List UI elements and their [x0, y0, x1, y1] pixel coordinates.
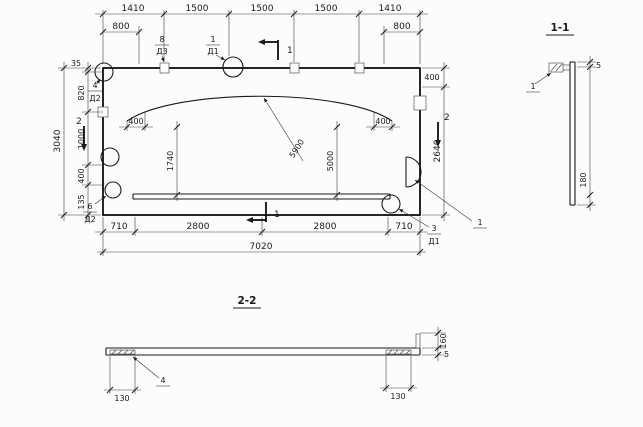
- section-mark-label: 1: [274, 210, 280, 220]
- dim-800-right: 800: [393, 22, 410, 32]
- section-title: 1-1: [551, 22, 570, 34]
- callout-1-section11: 1: [526, 72, 552, 93]
- arch-curve: [126, 95, 393, 122]
- callout-6-d2: 6 Д2: [83, 195, 107, 224]
- section-mark-label: 2: [76, 117, 82, 127]
- detail-circle: [381, 194, 401, 214]
- section-mark-1-top: 1: [258, 39, 293, 60]
- callout-detail: Д2: [89, 94, 100, 103]
- section-title: 2-2: [238, 295, 257, 307]
- callout-1-d1: 1 Д1: [206, 35, 226, 61]
- dim-top-4: 1500: [315, 4, 338, 14]
- callout-4-section22: 4: [132, 356, 170, 387]
- section11-dim-lines: [577, 56, 596, 211]
- dim-top-3: 1500: [251, 4, 274, 14]
- callout-detail: Д2: [84, 215, 95, 224]
- dim-left-2: 820: [77, 85, 86, 100]
- dim-800-left: 800: [112, 22, 129, 32]
- section-mark-1-bottom: 1: [246, 202, 280, 223]
- edge-notch: [354, 62, 365, 74]
- callout-num: 1: [477, 218, 482, 227]
- dim-160: 160: [439, 333, 448, 348]
- dim-inner-400-right: 400: [375, 117, 390, 126]
- callout-num: 8: [159, 35, 164, 44]
- callout-detail: Д1: [207, 47, 218, 56]
- dim-inner-1740: 1740: [166, 151, 175, 171]
- dim-left-5: 135: [77, 194, 86, 209]
- dim-bottom-3: 2800: [314, 222, 337, 232]
- dim-180: 180: [579, 172, 588, 187]
- callout-num: 4: [92, 81, 97, 90]
- dim-right-400: 400: [424, 73, 439, 82]
- callout-num: 1: [530, 82, 535, 91]
- section22-dim-lines: [104, 327, 446, 394]
- callout-1-right: 1: [414, 179, 487, 229]
- dim-left-3: 1000: [77, 129, 86, 149]
- dim-top-5: 1410: [379, 4, 402, 14]
- dim-inner-400-left: 400: [128, 117, 143, 126]
- dim-bottom-4: 710: [395, 222, 412, 232]
- dim-5: 5: [596, 61, 601, 70]
- edge-notch: [413, 95, 427, 111]
- callout-num: 1: [210, 35, 215, 44]
- end-upturn: [415, 333, 421, 349]
- section-1-1: 1-1 5 180 1: [526, 22, 601, 211]
- section-2-2: 2-2 130 130 5 160 4: [104, 295, 449, 403]
- section-mark-2-left: 2: [76, 117, 87, 151]
- section-mark-label: 2: [444, 113, 450, 123]
- dimension-ticks: [60, 10, 448, 256]
- detail-circle: [104, 181, 122, 199]
- section-plate-right: [385, 349, 412, 355]
- dim-inner-5000: 5000: [326, 151, 335, 171]
- callout-3-d1: 3 Д1: [398, 208, 441, 246]
- callout-num: 6: [87, 202, 92, 211]
- arc-dim-leader: [263, 97, 304, 162]
- dim-right-2640: 2640: [433, 139, 443, 162]
- dim-5: 5: [444, 350, 449, 359]
- edge-notch: [159, 62, 170, 74]
- dim-left-1: 35: [71, 59, 81, 68]
- callout-8-d3: 8 Д3: [155, 35, 169, 63]
- callout-detail: Д1: [428, 237, 439, 246]
- panel-outline: [102, 67, 421, 216]
- plan-view: 1410 1500 1500 1500 1410 800 800 3040 35…: [53, 4, 487, 256]
- dim-bottom-total: 7020: [250, 242, 273, 252]
- section-plate: [548, 62, 564, 73]
- dim-top-2: 1500: [186, 4, 209, 14]
- callout-num: 3: [431, 224, 436, 233]
- callout-4-d2: 4 Д2: [88, 78, 102, 103]
- detail-circle: [222, 56, 244, 78]
- section-mark-label: 1: [287, 46, 293, 56]
- right-edge-opening: [405, 156, 422, 188]
- dim-left-total: 3040: [53, 129, 63, 152]
- detail-circle: [100, 147, 120, 167]
- dim-bottom-2: 2800: [187, 222, 210, 232]
- extension-lines: [58, 10, 450, 256]
- section-mark-2-right: 2: [435, 113, 450, 147]
- dim-top-1: 1410: [122, 4, 145, 14]
- callout-num: 4: [160, 376, 165, 385]
- dim-130-right: 130: [390, 392, 405, 401]
- section-plate-left: [109, 349, 136, 355]
- dim-130-left: 130: [114, 394, 129, 403]
- dim-bottom-1: 710: [110, 222, 127, 232]
- dim-left-4: 400: [77, 168, 86, 183]
- edge-notch: [289, 62, 300, 74]
- callout-detail: Д3: [156, 47, 167, 56]
